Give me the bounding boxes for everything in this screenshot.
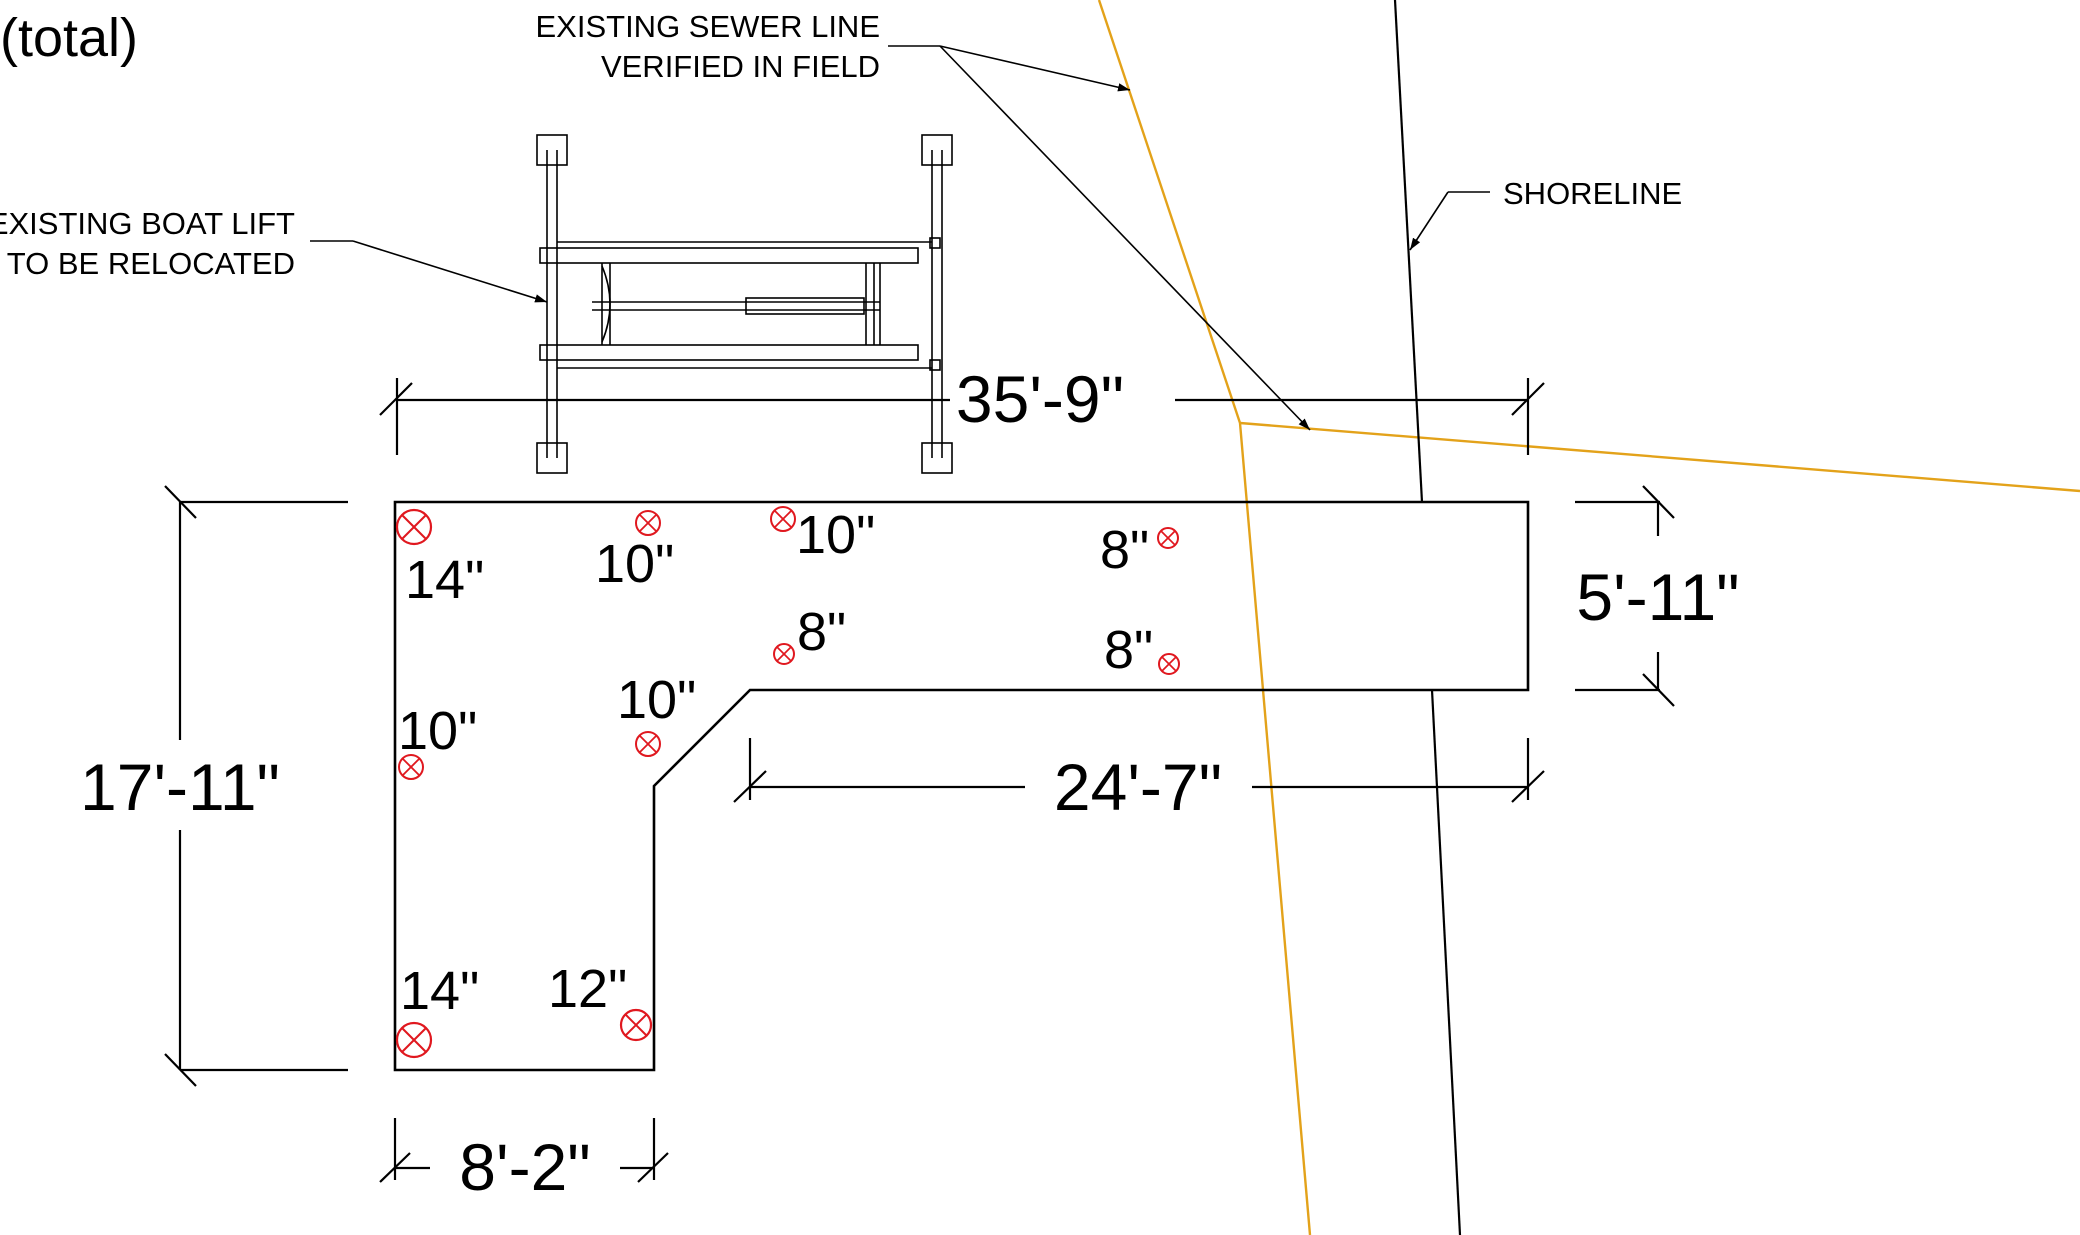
pile-label: 14"	[405, 550, 484, 610]
pile-4: 8"	[1100, 520, 1179, 580]
shoreline-lower	[1430, 689, 1462, 1235]
dimension-label-overall-width: 17'-11"	[80, 750, 280, 824]
pile-8: 10"	[617, 670, 696, 757]
pile-label: 10"	[617, 670, 696, 730]
dimension-label-overall-length: 35'-9"	[956, 362, 1124, 436]
pile-label: 10"	[595, 534, 674, 594]
pile-1: 14"	[395, 508, 484, 610]
pile-marker	[1157, 527, 1179, 549]
dimension-leg-width: 8'-2"	[379, 1118, 669, 1204]
pile-6: 8"	[1104, 620, 1180, 680]
pile-marker	[395, 1021, 433, 1059]
pile-label: 10"	[398, 701, 477, 761]
pile-3: 10"	[770, 505, 875, 565]
pile-label: 14"	[400, 961, 479, 1021]
boat-lift	[536, 134, 953, 474]
pile-marker	[395, 508, 433, 546]
pile-label: 10"	[796, 505, 875, 565]
pile-10: 12"	[548, 959, 653, 1042]
note-shoreline: SHORELINE	[1409, 176, 1682, 251]
note-sewer-line-2: VERIFIED IN FIELD	[601, 49, 880, 84]
pile-9: 14"	[395, 961, 479, 1059]
pile-2: 10"	[595, 510, 674, 594]
dimension-overall-length: 35'-9"	[379, 362, 1545, 455]
pile-marker	[1158, 653, 1180, 675]
pile-label: 8"	[1100, 520, 1149, 580]
pile-marker	[619, 1008, 653, 1042]
dimension-overall-width: 17'-11"	[70, 485, 348, 1087]
dimension-label-pier-arm-length: 24'-7"	[1054, 750, 1222, 824]
dimension-label-pier-depth: 5'-11"	[1576, 560, 1739, 634]
pile-marker	[770, 506, 796, 532]
existing-sewer-line	[1097, 0, 1312, 1235]
note-sewer-line-1: EXISTING SEWER LINE	[535, 9, 880, 44]
header-label: (total)	[0, 8, 138, 68]
note-shoreline-text: SHORELINE	[1503, 176, 1682, 211]
pile-5: 8"	[773, 602, 846, 665]
pile-label: 8"	[1104, 620, 1153, 680]
pile-label: 12"	[548, 959, 627, 1019]
dimension-pier-arm-length: 24'-7"	[733, 738, 1545, 824]
pile-marker	[398, 754, 424, 780]
pile-marker	[635, 510, 661, 536]
existing-sewer-line-branch	[1239, 421, 2080, 493]
shoreline-upper	[1393, 0, 1424, 503]
pier-outline	[393, 500, 1530, 1072]
note-boat-lift: EXISTING BOAT LIFT TO BE RELOCATED	[0, 206, 548, 303]
pile-marker	[773, 643, 795, 665]
dimension-label-leg-width: 8'-2"	[459, 1130, 590, 1204]
note-boat-lift-1: EXISTING BOAT LIFT	[0, 206, 295, 241]
note-sewer-line: EXISTING SEWER LINE VERIFIED IN FIELD	[535, 9, 1311, 431]
dimension-pier-depth: 5'-11"	[1575, 485, 1740, 707]
note-boat-lift-2: TO BE RELOCATED	[7, 246, 295, 281]
pile-marker	[635, 731, 661, 757]
pile-label: 8"	[797, 602, 846, 662]
pile-7: 10"	[398, 701, 477, 780]
